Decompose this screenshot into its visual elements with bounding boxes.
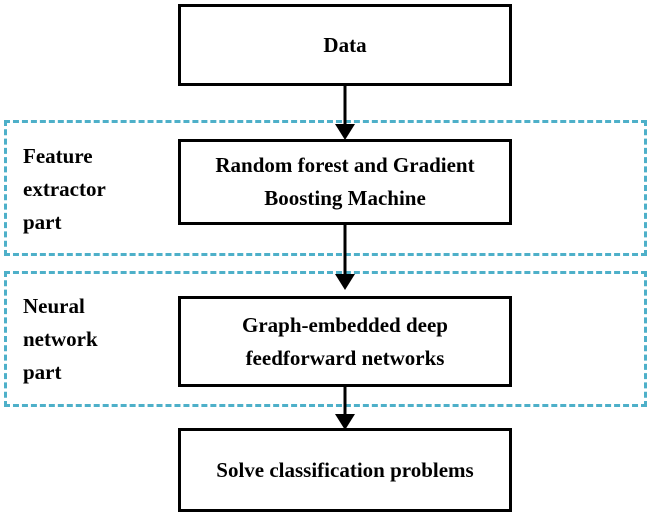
node-data: Data xyxy=(178,4,512,86)
node-feature-label: Random forest and Gradient Boosting Mach… xyxy=(215,153,475,210)
neural-network-group xyxy=(4,271,647,407)
neural-group-label: Neural network part xyxy=(23,294,98,384)
node-feature-extractor: Random forest and Gradient Boosting Mach… xyxy=(178,139,512,225)
node-solve-label: Solve classification problems xyxy=(216,457,474,482)
arrowhead-feature xyxy=(335,124,355,140)
node-neural-label: Graph-embedded deep feedforward networks xyxy=(242,312,448,370)
arrowhead-neural xyxy=(335,274,355,290)
node-data-label: Data xyxy=(323,32,367,57)
node-solve: Solve classification problems xyxy=(178,428,512,512)
node-neural-network: Graph-embedded deep feedforward networks xyxy=(178,296,512,387)
feature-group-label: Feature extractor part xyxy=(23,144,106,234)
feature-extractor-group xyxy=(4,120,647,256)
arrowhead-solve xyxy=(335,414,355,430)
